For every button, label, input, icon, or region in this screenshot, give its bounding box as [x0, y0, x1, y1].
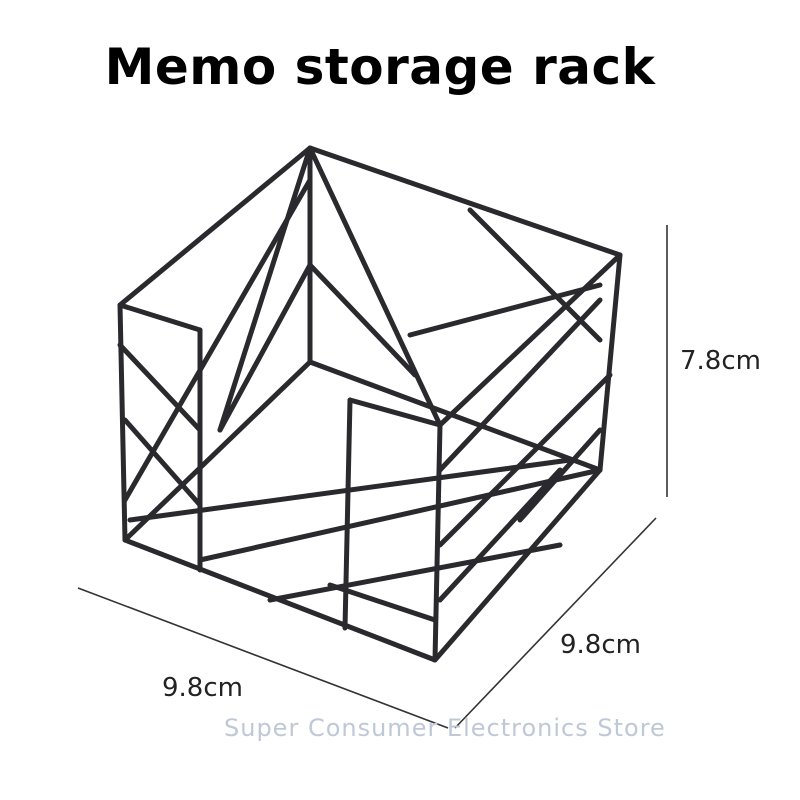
depth-label: 9.8cm — [560, 630, 641, 660]
wire-rack — [117, 145, 623, 663]
store-watermark: Super Consumer Electronics Store — [224, 714, 666, 742]
height-label: 7.8cm — [680, 346, 761, 376]
depth-dimension-line — [454, 517, 657, 729]
product-title: Memo storage rack — [104, 38, 656, 96]
width-label: 9.8cm — [162, 673, 243, 703]
width-dimension-line — [77, 587, 449, 729]
rack-back-triangle — [217, 262, 418, 433]
rack-post-right — [597, 252, 623, 473]
rack-top-rim — [117, 145, 623, 428]
dimension-lines — [77, 225, 668, 729]
